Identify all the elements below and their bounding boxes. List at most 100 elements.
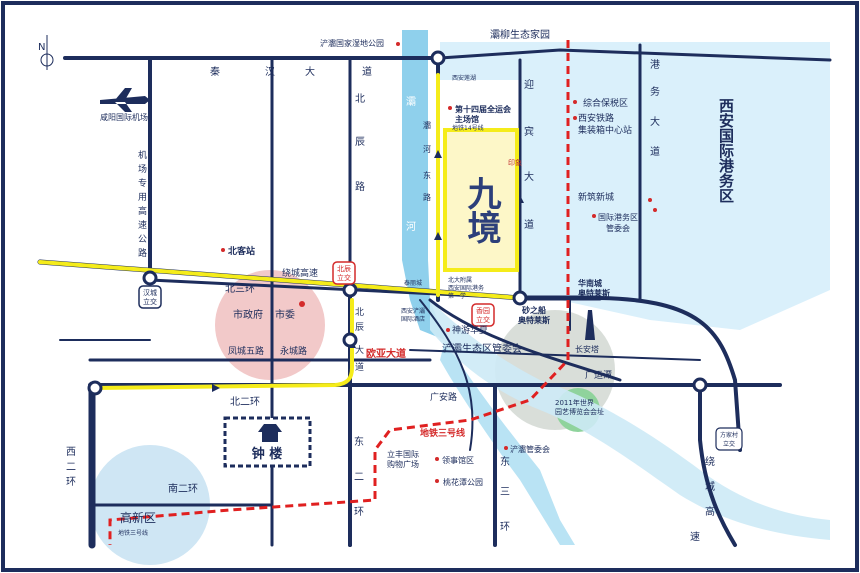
label-metro3-small: 地铁三号线 bbox=[118, 529, 148, 537]
svg-text:用: 用 bbox=[138, 192, 147, 203]
svg-text:公: 公 bbox=[138, 234, 147, 245]
svg-text:东: 东 bbox=[354, 435, 364, 448]
svg-text:城: 城 bbox=[705, 481, 715, 493]
label-city-committee: 市委 bbox=[275, 308, 295, 321]
label-bahe-east-2: 河 bbox=[423, 144, 431, 154]
svg-text:绕: 绕 bbox=[705, 455, 715, 468]
svg-text:二: 二 bbox=[66, 462, 76, 473]
compass-icon: N bbox=[38, 35, 54, 70]
label-gangwu-3: 大 bbox=[650, 115, 660, 128]
label-qinhan-3: 大 bbox=[305, 65, 315, 78]
label-huanan-2: 奥特莱斯 bbox=[577, 288, 610, 298]
label-chanba-park: 浐灞国家湿地公园 bbox=[320, 38, 384, 48]
bell-tower-label: 钟 楼 bbox=[252, 446, 283, 462]
label-port-zone: 西安国际港务区 bbox=[717, 98, 735, 203]
airplane-icon bbox=[100, 88, 150, 112]
label-bahe-2: 河 bbox=[406, 221, 416, 233]
highlight-route bbox=[38, 73, 522, 390]
dong-sanhuan-label: 东 三 环 bbox=[500, 455, 510, 533]
label-rail-container-2: 集装箱中心站 bbox=[578, 124, 632, 136]
svg-text:三: 三 bbox=[500, 487, 510, 498]
label-xinzhu: 新筑新城 bbox=[578, 191, 614, 203]
label-lifeng-1: 立丰国际 bbox=[387, 449, 419, 459]
label-guangan: 广安路 bbox=[430, 391, 457, 403]
label-airport: 咸阳国际机场 bbox=[100, 112, 148, 122]
svg-text:西: 西 bbox=[66, 447, 76, 458]
label-qinhan-2: 汉 bbox=[265, 66, 275, 78]
label-fengcheng5: 凤城五路 bbox=[228, 345, 264, 357]
label-bahe-east-1: 灞 bbox=[423, 121, 431, 130]
label-games-venue-2: 主场馆 bbox=[455, 114, 479, 124]
label-shenyou: 神游华夏 bbox=[452, 324, 488, 336]
label-bahe-east-3: 东 bbox=[423, 170, 431, 180]
port-zone-area bbox=[440, 42, 830, 330]
fangjiacun-interchange-badge: 方家村 立交 bbox=[715, 427, 743, 451]
label-beichen-dadao-3: 大 bbox=[355, 344, 364, 356]
label-beichen-dadao-4: 道 bbox=[355, 361, 364, 373]
svg-text:环: 环 bbox=[66, 477, 76, 488]
label-mansion-1: 北大附属 bbox=[448, 276, 472, 284]
label-beichen-dadao-2: 辰 bbox=[355, 322, 364, 333]
label-beichen-2: 辰 bbox=[355, 136, 365, 148]
label-expo-1: 2011年世界 bbox=[555, 398, 594, 407]
river-branch bbox=[430, 300, 830, 540]
label-gangwu-2: 务 bbox=[650, 85, 660, 98]
label-taiyuan: 泰丽城 bbox=[404, 279, 422, 287]
bell-tower bbox=[223, 416, 312, 468]
pagoda-icon bbox=[585, 310, 595, 340]
svg-text:二: 二 bbox=[354, 472, 364, 483]
label-gangwu-4: 道 bbox=[650, 145, 660, 158]
svg-text:路: 路 bbox=[138, 247, 147, 259]
label-yingbin-4: 道 bbox=[524, 218, 534, 231]
label-city-gov: 市政府 bbox=[233, 308, 263, 321]
label-rail-container-1: 西安铁路 bbox=[578, 112, 614, 124]
svg-text:速: 速 bbox=[690, 531, 700, 543]
label-bahe-east-4: 路 bbox=[423, 192, 431, 202]
project-seal: 印象 bbox=[508, 158, 522, 167]
label-expo-2: 园艺博览会会址 bbox=[555, 407, 604, 416]
label-metro14: 地铁14号线 bbox=[452, 124, 484, 132]
svg-text:立交: 立交 bbox=[723, 440, 735, 448]
raocheng-gaosu-label: 绕 城 高 速 bbox=[690, 455, 715, 543]
svg-text:香园: 香园 bbox=[476, 306, 490, 315]
svg-text:环: 环 bbox=[354, 507, 364, 518]
label-beichen-1: 北 bbox=[355, 93, 365, 105]
beichen-interchange-badge: 北辰 立交 bbox=[332, 261, 356, 285]
label-shazhichuan-2: 奥特莱斯 bbox=[517, 315, 550, 325]
svg-text:汉城: 汉城 bbox=[143, 289, 157, 297]
svg-text:立交: 立交 bbox=[337, 273, 351, 282]
svg-text:高: 高 bbox=[705, 505, 715, 518]
svg-text:N: N bbox=[38, 42, 45, 53]
hancheng-interchange-badge: 汉城 立交 bbox=[138, 285, 162, 309]
label-bei-sanhuan: 北三环 bbox=[225, 283, 255, 295]
poi-markers bbox=[221, 42, 657, 483]
label-baoshui: 综合保税区 bbox=[583, 97, 628, 109]
label-gaoxin: 高新区 bbox=[120, 510, 156, 525]
svg-text:速: 速 bbox=[138, 220, 147, 231]
label-taohua: 桃花潭公园 bbox=[443, 477, 483, 487]
label-qinhan-4: 道 bbox=[362, 65, 372, 78]
label-metro3: 地铁三号线 bbox=[420, 427, 465, 439]
label-changan-tower: 长安塔 bbox=[575, 344, 599, 354]
svg-text:方家村: 方家村 bbox=[720, 431, 738, 439]
label-yingbin-3: 大 bbox=[524, 170, 534, 183]
label-yingbin-1: 迎 bbox=[524, 79, 534, 91]
label-huanan-1: 华南城 bbox=[578, 278, 602, 288]
label-gangwu-1: 港 bbox=[650, 59, 660, 71]
label-lingshi: 领事馆区 bbox=[442, 455, 474, 465]
svg-text:东: 东 bbox=[500, 455, 510, 468]
xi-erhuan-label: 西 二 环 bbox=[66, 447, 76, 488]
bahe-river bbox=[402, 30, 445, 340]
svg-text:高: 高 bbox=[138, 205, 147, 217]
project-block bbox=[443, 128, 519, 272]
label-lifeng-2: 购物广场 bbox=[387, 459, 419, 469]
project-logo: 九境 bbox=[461, 176, 501, 245]
label-chanba-committee: 浐灞生态区管委会 bbox=[442, 342, 522, 355]
dong-erhuan-label: 东 二 环 bbox=[354, 435, 364, 518]
metro-line-3 bbox=[108, 40, 570, 545]
label-games-venue-1: 第十四届全运会 bbox=[455, 104, 511, 114]
label-mansion-3: 第一学 bbox=[448, 292, 466, 300]
airport-road-label: 机 场 专 用 高 速 公 路 bbox=[138, 149, 147, 259]
label-raocheng: 绕城高速 bbox=[282, 267, 318, 279]
